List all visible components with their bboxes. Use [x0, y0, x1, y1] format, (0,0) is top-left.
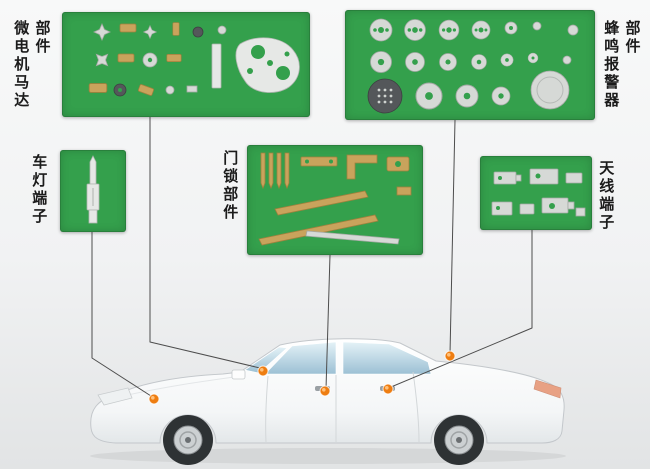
lock-brackets	[300, 154, 412, 196]
micro-motor-parts-illustration	[88, 22, 300, 97]
side-mirror	[231, 369, 246, 380]
panel-antenna-terminal	[480, 156, 592, 230]
rear-door-window	[342, 341, 432, 375]
rear-wheel	[434, 415, 484, 465]
label-text: 车灯端子	[30, 154, 48, 226]
front-door-window	[264, 341, 337, 375]
lamp-terminal-illustration	[86, 155, 100, 224]
disc-parts-row-1	[369, 18, 579, 42]
lock-levers	[258, 190, 400, 246]
disc-parts-row-3	[367, 70, 570, 114]
panel-buzzer-alarm-parts	[345, 10, 595, 120]
taillight	[533, 379, 562, 399]
antenna-brackets	[491, 168, 586, 217]
lock-pins	[260, 152, 290, 190]
label-text: 微电机马达	[12, 20, 30, 110]
front-door-handle	[315, 386, 330, 391]
disc-parts-row-2	[369, 50, 572, 74]
speaker-grille-disc	[367, 78, 403, 114]
label-text: 部件	[33, 20, 51, 56]
label-text: 天线端子	[597, 160, 615, 232]
front-wheel	[163, 415, 213, 465]
label-buzzer-alarm-parts: 部件 蜂鸣报警器	[602, 20, 641, 110]
ground-shadow	[90, 448, 566, 464]
large-mounting-plate	[235, 37, 300, 93]
door-lock-parts-illustration	[258, 152, 412, 246]
label-text: 蜂鸣报警器	[602, 20, 620, 110]
label-text: 部件	[623, 20, 641, 56]
small-stamped-parts	[88, 22, 227, 97]
antenna-terminal-illustration	[491, 168, 586, 217]
lead-line-buzzer	[449, 119, 456, 355]
label-door-lock-parts: 门锁部件	[221, 150, 238, 222]
label-text: 门锁部件	[221, 150, 239, 222]
label-micro-motor-parts: 部件 微电机马达	[12, 20, 51, 110]
panel-lamp-terminal	[60, 150, 126, 232]
buzzer-parts-illustration	[367, 18, 579, 114]
panel-micro-motor-parts	[62, 12, 310, 117]
label-lamp-terminal: 车灯端子	[30, 154, 47, 226]
label-antenna-terminal: 天线端子	[597, 160, 614, 232]
rear-door-handle	[380, 386, 395, 391]
panel-door-lock-parts	[247, 145, 423, 255]
front-door-seam	[265, 375, 269, 443]
lamp-terminal-pin	[86, 155, 100, 224]
car-illustration	[90, 338, 566, 465]
